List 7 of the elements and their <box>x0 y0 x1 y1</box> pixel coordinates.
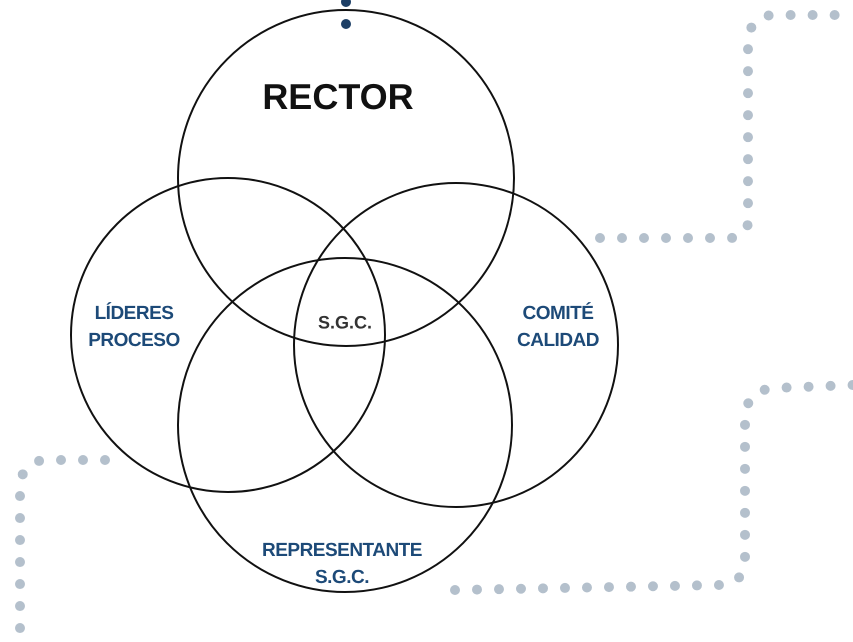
center-label: S.G.C. <box>318 312 372 334</box>
circle-outline <box>293 182 619 508</box>
circle-label: REPRESENTANTE S.G.C. <box>261 539 423 590</box>
circle-label: COMITÉ CALIDAD <box>516 301 600 353</box>
circle-label: RECTOR <box>261 76 415 118</box>
circle-outline <box>70 177 386 493</box>
circle-label: LÍDERES PROCESO <box>87 301 181 353</box>
